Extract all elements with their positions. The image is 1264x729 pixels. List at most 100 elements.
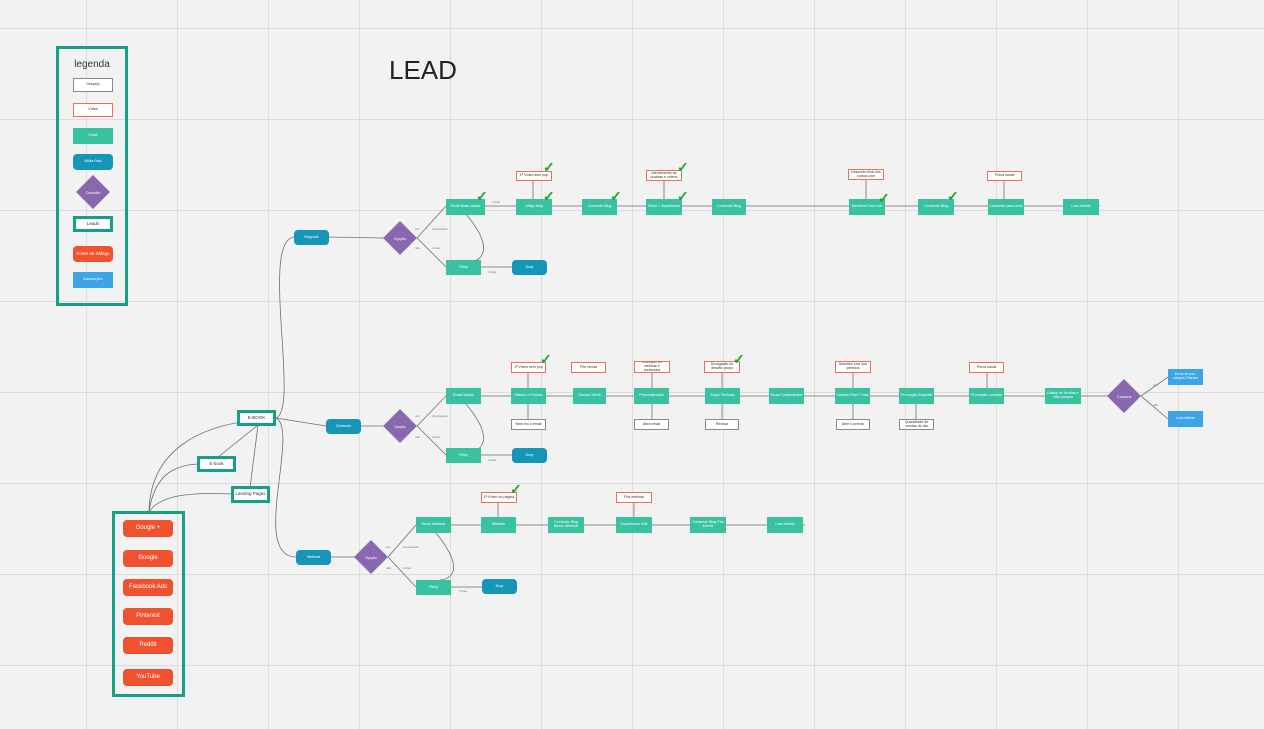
mid-d2-no: não: [1153, 403, 1159, 407]
legend-email[interactable]: Email: [73, 128, 113, 144]
entry-hub[interactable]: E-BOOK: [237, 410, 276, 426]
mid-flow-7[interactable]: Desafio Final 7 Dias: [835, 388, 870, 404]
mid-edge-nao: 3 dias: [432, 435, 441, 439]
bot-flow-2[interactable]: Webinar: [481, 517, 516, 533]
mid-flow-5[interactable]: Grupo Fechado: [705, 388, 740, 404]
check-icon: ✓: [733, 351, 745, 367]
check-icon: ✓: [476, 188, 488, 204]
check-icon: ✓: [878, 190, 890, 206]
mid-edge-yes: sim: [415, 414, 420, 418]
bot-retry-edge: 3 dias: [459, 589, 468, 593]
bot-note-2[interactable]: Pós webinar: [616, 492, 652, 503]
bot-flow-5[interactable]: Conteúdo Blog Pós evento: [690, 517, 726, 533]
top-flow-3[interactable]: Conteúdo Blog: [582, 199, 617, 215]
top-flow-2[interactable]: Artigo blog: [516, 199, 552, 215]
top-drop[interactable]: Drop: [512, 260, 547, 275]
legend-paid[interactable]: Mídia Paid: [73, 154, 113, 170]
source-google[interactable]: Google: [123, 550, 173, 567]
top-decision-label: Opção: [394, 236, 406, 241]
mid-note-1[interactable]: 1ª Vídeo sem pop: [511, 362, 546, 373]
legend-panel: legenda: [56, 46, 128, 306]
top-flow-5[interactable]: Conteúdo Blog: [712, 199, 746, 215]
source-facebook-ads[interactable]: Facebook Ads: [123, 579, 173, 596]
legend-source[interactable]: Fonte de tráfego: [73, 246, 113, 262]
mid-decision2-label: Compra: [1116, 394, 1132, 399]
check-icon: ✓: [610, 188, 622, 204]
mid-flow-4[interactable]: Personalização: [634, 388, 669, 404]
check-icon: ✓: [947, 188, 959, 204]
mid-start[interactable]: Conteúdo: [326, 419, 361, 434]
mid-flow-9[interactable]: Promoção Limitada: [969, 388, 1004, 404]
mid-retry-edge: 3 dias: [488, 458, 497, 462]
mid-note-3[interactable]: Inscrição do webinar e conteúdos: [634, 361, 670, 373]
entry-ebook[interactable]: E-book: [197, 456, 236, 472]
top-edge-bom: interessado: [432, 227, 448, 231]
source-reddit[interactable]: Reddit: [123, 637, 173, 654]
top-start[interactable]: Blog Ads: [294, 230, 329, 245]
bot-retry[interactable]: Retry: [416, 580, 451, 595]
source-youtube[interactable]: YouTube: [123, 669, 173, 686]
mid-note-2[interactable]: Pós venda: [571, 362, 606, 373]
top-note-3[interactable]: Desconto final dos cursos Live: [848, 169, 884, 180]
top-flow-4[interactable]: Vídeo + depoimento: [646, 199, 682, 215]
top-note-4[interactable]: Prova social: [987, 171, 1022, 181]
mid-flow-8[interactable]: Promoção Especial: [899, 388, 934, 404]
mid-flow-10[interactable]: Dados de Vendas e Não compra: [1045, 388, 1081, 404]
top-edge-nao: 3 dias: [432, 246, 441, 250]
top-retry-edge: 3 dias: [488, 270, 497, 274]
top-flow-6[interactable]: Benefício Tour Live: [849, 199, 885, 215]
mid-note-4[interactable]: Divulgação do desafio grupo: [704, 361, 740, 373]
mid-decision-label: Opção: [394, 424, 406, 429]
top-note-1[interactable]: 1ª Vídeo sem pop: [516, 171, 552, 181]
source-pinterest[interactable]: Pinterest: [123, 608, 173, 625]
mid-sub-4[interactable]: Abre o prêmio: [836, 419, 870, 430]
mid-drop[interactable]: Drop: [512, 448, 547, 463]
check-icon: ✓: [510, 481, 522, 497]
legend-leads[interactable]: Leads: [73, 216, 113, 232]
mid-outcome-no[interactable]: Loss Infinite: [1168, 411, 1203, 427]
source-google-plus[interactable]: Google +: [123, 520, 173, 537]
mid-sub-2[interactable]: Abra email: [634, 419, 669, 430]
bot-start[interactable]: Webinar: [296, 550, 331, 565]
top-flow-9[interactable]: Loss Infinite: [1063, 199, 1099, 215]
legend-decision-label: Decisão: [85, 190, 101, 195]
legend-video[interactable]: Vídeo: [73, 103, 113, 117]
legend-despejo[interactable]: Despejo: [73, 78, 113, 92]
top-flow-8[interactable]: Chamada para curso: [988, 199, 1024, 215]
mid-sub-3[interactable]: Revisar: [705, 419, 739, 430]
bot-edge-nao: 3 dias: [403, 566, 412, 570]
mid-flow-6[interactable]: Dicas Fundamentos: [769, 388, 804, 404]
top-note-2[interactable]: Atendimento de dúvidas e vídeos: [646, 170, 682, 181]
mid-note-6[interactable]: Prova social: [969, 362, 1004, 373]
bot-drop[interactable]: Drop: [482, 579, 517, 594]
bot-edge-no: não: [386, 566, 392, 570]
check-icon: ✓: [540, 351, 552, 367]
top-flow-1[interactable]: Email Boas-vindas: [446, 199, 485, 215]
bot-flow-4[interactable]: Depoimento Hub: [616, 517, 652, 533]
legend-automation[interactable]: Automações: [73, 272, 113, 288]
mid-flow-3[interactable]: Dúvida Oferta: [573, 388, 606, 404]
bot-flow-1[interactable]: Email Webinar: [416, 517, 451, 533]
mid-sub-1[interactable]: Nem leu o email: [511, 419, 546, 430]
mid-flow-2[interactable]: História e Produto: [511, 388, 546, 404]
top-edge-yes: sim: [415, 227, 420, 231]
mid-retry[interactable]: Retry: [446, 448, 481, 463]
mid-sub-5[interactable]: Quantidade de vendas do dia: [899, 419, 934, 430]
mid-note-5[interactable]: Sessões Live dos prêmios: [835, 361, 871, 373]
bot-note-1[interactable]: 1ª Vídeo do página: [481, 492, 517, 503]
mid-edge-bom: interessado: [432, 414, 448, 418]
mid-flow-1[interactable]: Email Mídias: [446, 388, 481, 404]
top-edge-no: não: [415, 246, 421, 250]
bot-flow-6[interactable]: Loss Infinite: [767, 517, 803, 533]
bot-flow-3[interactable]: Conteúdo Blog Bônus Webinar: [548, 517, 584, 533]
top-retry[interactable]: Retry: [446, 260, 481, 275]
bot-edge-bom: interessado: [403, 545, 419, 549]
bot-edge-yes: sim: [386, 545, 391, 549]
mid-edge-no: não: [415, 435, 421, 439]
top-flow-7[interactable]: Conteúdo Blog: [918, 199, 954, 215]
mid-outcome-yes[interactable]: Envio de pós-compra Clientes: [1168, 369, 1203, 385]
page-title: LEAD: [389, 55, 457, 85]
entry-landing[interactable]: Landing Pages: [231, 486, 270, 503]
